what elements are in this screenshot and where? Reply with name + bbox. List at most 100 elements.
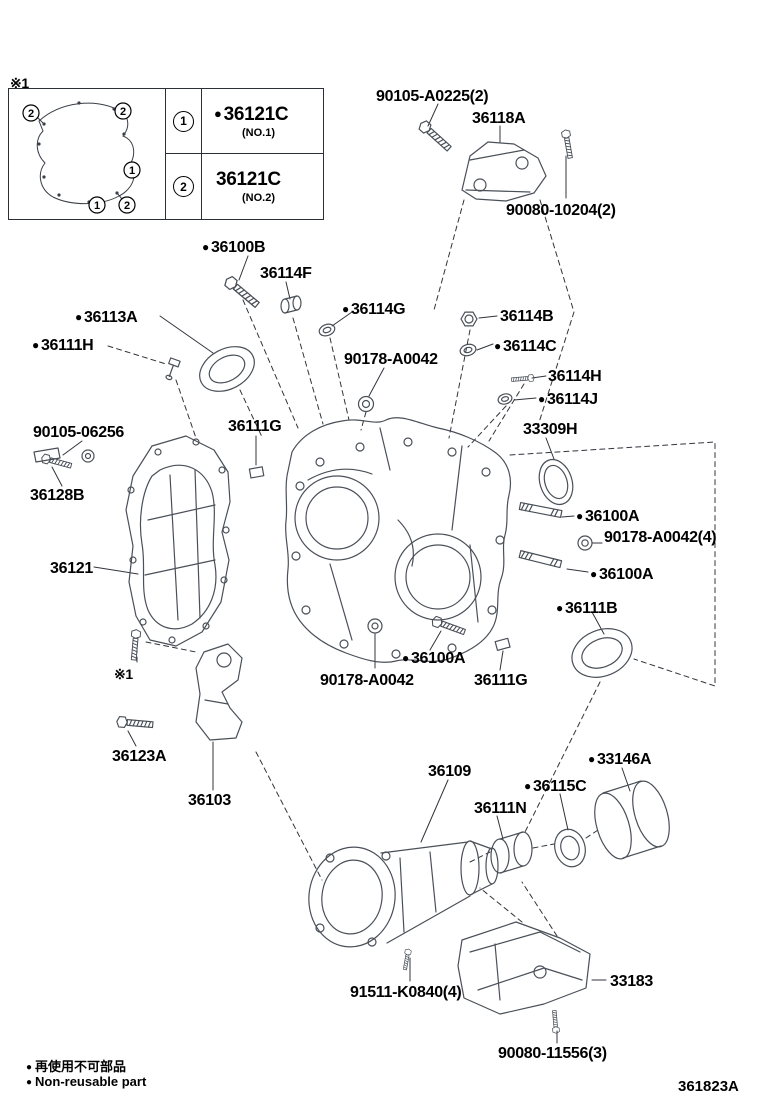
part-label-36118a-2: 36118A: [472, 110, 526, 127]
gasket-sketch-cell: 2 2 1 1 2: [9, 89, 166, 219]
gasket-sketch: 2 2 1 1 2: [22, 101, 141, 214]
part-deflector-36111g-upper: [248, 466, 265, 479]
nonreusable-dot-icon: ●: [75, 310, 82, 324]
footer-nonreusable-jp: ●再使用不可部品: [26, 1059, 127, 1074]
part-label-33183-34: 33183: [610, 973, 653, 990]
part-label-90080102042-3: 90080-10204(2): [506, 202, 616, 219]
part-label-36114b-9: 36114B: [500, 308, 554, 325]
part-label-36100a-21: ●36100A: [590, 566, 654, 583]
legend-key-cell-1: 1: [166, 89, 202, 154]
part-plug-90178-lower: [367, 618, 383, 634]
nonreusable-dot-icon: ●: [524, 779, 531, 793]
part-cover-36121: [125, 435, 231, 647]
part-label-1-23: ※1: [114, 666, 133, 682]
part-label-90105a02252-1: 90105-A0225(2): [376, 88, 489, 105]
part-label-36111g-17: 36111G: [228, 418, 282, 435]
legend-key-2: 2: [173, 176, 194, 197]
part-label-36100a-19: ●36100A: [576, 508, 640, 525]
svg-text:2: 2: [124, 200, 130, 212]
nonreusable-dot-icon: ●: [402, 651, 409, 665]
part-washer-36114g: [318, 323, 336, 337]
legend-part-number-1: ●36121C: [214, 103, 289, 125]
part-label-90178a00424-20: 90178-A0042(4): [604, 529, 717, 546]
nonreusable-dot-icon: ●: [26, 1077, 33, 1088]
legend-value-cell-2: 36121C (NO.2): [202, 154, 323, 219]
svg-text:1: 1: [129, 165, 135, 177]
part-extension-36109: [308, 840, 499, 948]
part-label-36111n-32: 36111N: [474, 800, 527, 817]
part-label-36128b-16: 36128B: [30, 487, 85, 504]
nonreusable-dot-icon: ●: [556, 601, 563, 615]
part-bracket-36118a: [461, 141, 547, 202]
part-breather-36111h: [165, 357, 181, 381]
part-label-36114h-12: 36114H: [548, 368, 602, 385]
legend-key-cell-2: 2: [166, 154, 202, 219]
nonreusable-dot-icon: ●: [26, 1062, 33, 1073]
nonreusable-dot-icon: ●: [590, 567, 597, 581]
part-washer-36114c: [459, 343, 477, 357]
part-seal-36115c: [554, 828, 586, 868]
nonreusable-dot-icon: ●: [202, 240, 209, 254]
nonreusable-dot-icon: ●: [342, 302, 349, 316]
part-housing-main: [284, 417, 512, 663]
nonreusable-dot-icon: ●: [588, 752, 595, 766]
part-ring-33309h: [538, 458, 574, 506]
part-label-90178a0042-11: 90178-A0042: [344, 351, 438, 368]
legend-key-1: 1: [173, 110, 194, 132]
part-bracket-36103: [195, 643, 243, 741]
part-label-36103-25: 36103: [188, 792, 231, 809]
part-label-36111b-22: ●36111B: [556, 600, 618, 617]
nonreusable-dot-icon: ●: [494, 339, 501, 353]
part-label-36100a-26: ●36100A: [402, 650, 466, 667]
part-label-33146a-30: ●33146A: [588, 751, 652, 768]
nonreusable-dot-icon: ●: [32, 338, 39, 352]
part-label-36121-18: 36121: [50, 560, 93, 577]
nonreusable-dot-icon: ●: [576, 509, 583, 523]
footer-nonreusable-en: ●Non-reusable part: [26, 1074, 147, 1089]
legend-part-sub-2: (NO.2): [242, 192, 275, 204]
part-plug-90178-upper: [357, 395, 375, 413]
part-label-36114j-13: ●36114J: [538, 391, 598, 408]
part-label-1-0: ※1: [10, 75, 29, 91]
legend-part-sub-1: (NO.1): [242, 126, 275, 139]
part-label-9010506256-15: 90105-06256: [33, 424, 125, 441]
part-label-36111g-28: 36111G: [474, 672, 528, 689]
nonreusable-dot-icon: ●: [214, 105, 222, 121]
part-label-36114c-10: ●36114C: [494, 338, 557, 355]
part-label-36111h-7: ●36111H: [32, 337, 94, 354]
part-label-36123a-24: 36123A: [112, 748, 167, 765]
part-plug-36114f: [280, 295, 302, 314]
gasket-sketch-markers: 2 2 1 1 2: [22, 102, 141, 214]
part-label-36100b-4: ●36100B: [202, 239, 266, 256]
part-label-36115c-31: ●36115C: [524, 778, 587, 795]
part-label-90178a0042-27: 90178-A0042: [320, 672, 414, 689]
part-seal-36111b: [571, 628, 633, 678]
part-seal-36113a: [199, 346, 255, 392]
svg-text:2: 2: [120, 106, 126, 118]
legend-value-cell-1: ●36121C (NO.1): [202, 89, 323, 154]
part-nut-90178-a0042: [577, 535, 593, 551]
part-washer-36114j: [497, 393, 513, 405]
figure-code: 361823A: [678, 1078, 739, 1095]
part-bracket-33183: [457, 921, 591, 1015]
leader-lines: [51, 103, 631, 1044]
part-bushing-36111n: [490, 831, 533, 874]
part-label-33309h-14: 33309H: [523, 421, 578, 438]
svg-text:2: 2: [28, 108, 34, 120]
svg-text:1: 1: [94, 200, 100, 212]
part-label-36109-29: 36109: [428, 763, 471, 780]
part-nut-36114b: [460, 311, 478, 327]
part-label-90080115563-35: 90080-11556(3): [498, 1045, 607, 1062]
part-sleeve-33146a: [594, 780, 670, 860]
part-label-36114f-5: 36114F: [260, 265, 312, 282]
nonreusable-dot-icon: ●: [538, 392, 545, 406]
part-label-91511k08404-33: 91511-K0840(4): [350, 984, 462, 1001]
part-clamp-36128b: [33, 447, 95, 463]
legend-part-number-2: 36121C: [216, 169, 281, 190]
part-label-36113a-6: ●36113A: [75, 309, 138, 326]
part-label-36114g-8: ●36114G: [342, 301, 406, 318]
part-deflector-36111g-lower: [494, 637, 511, 651]
